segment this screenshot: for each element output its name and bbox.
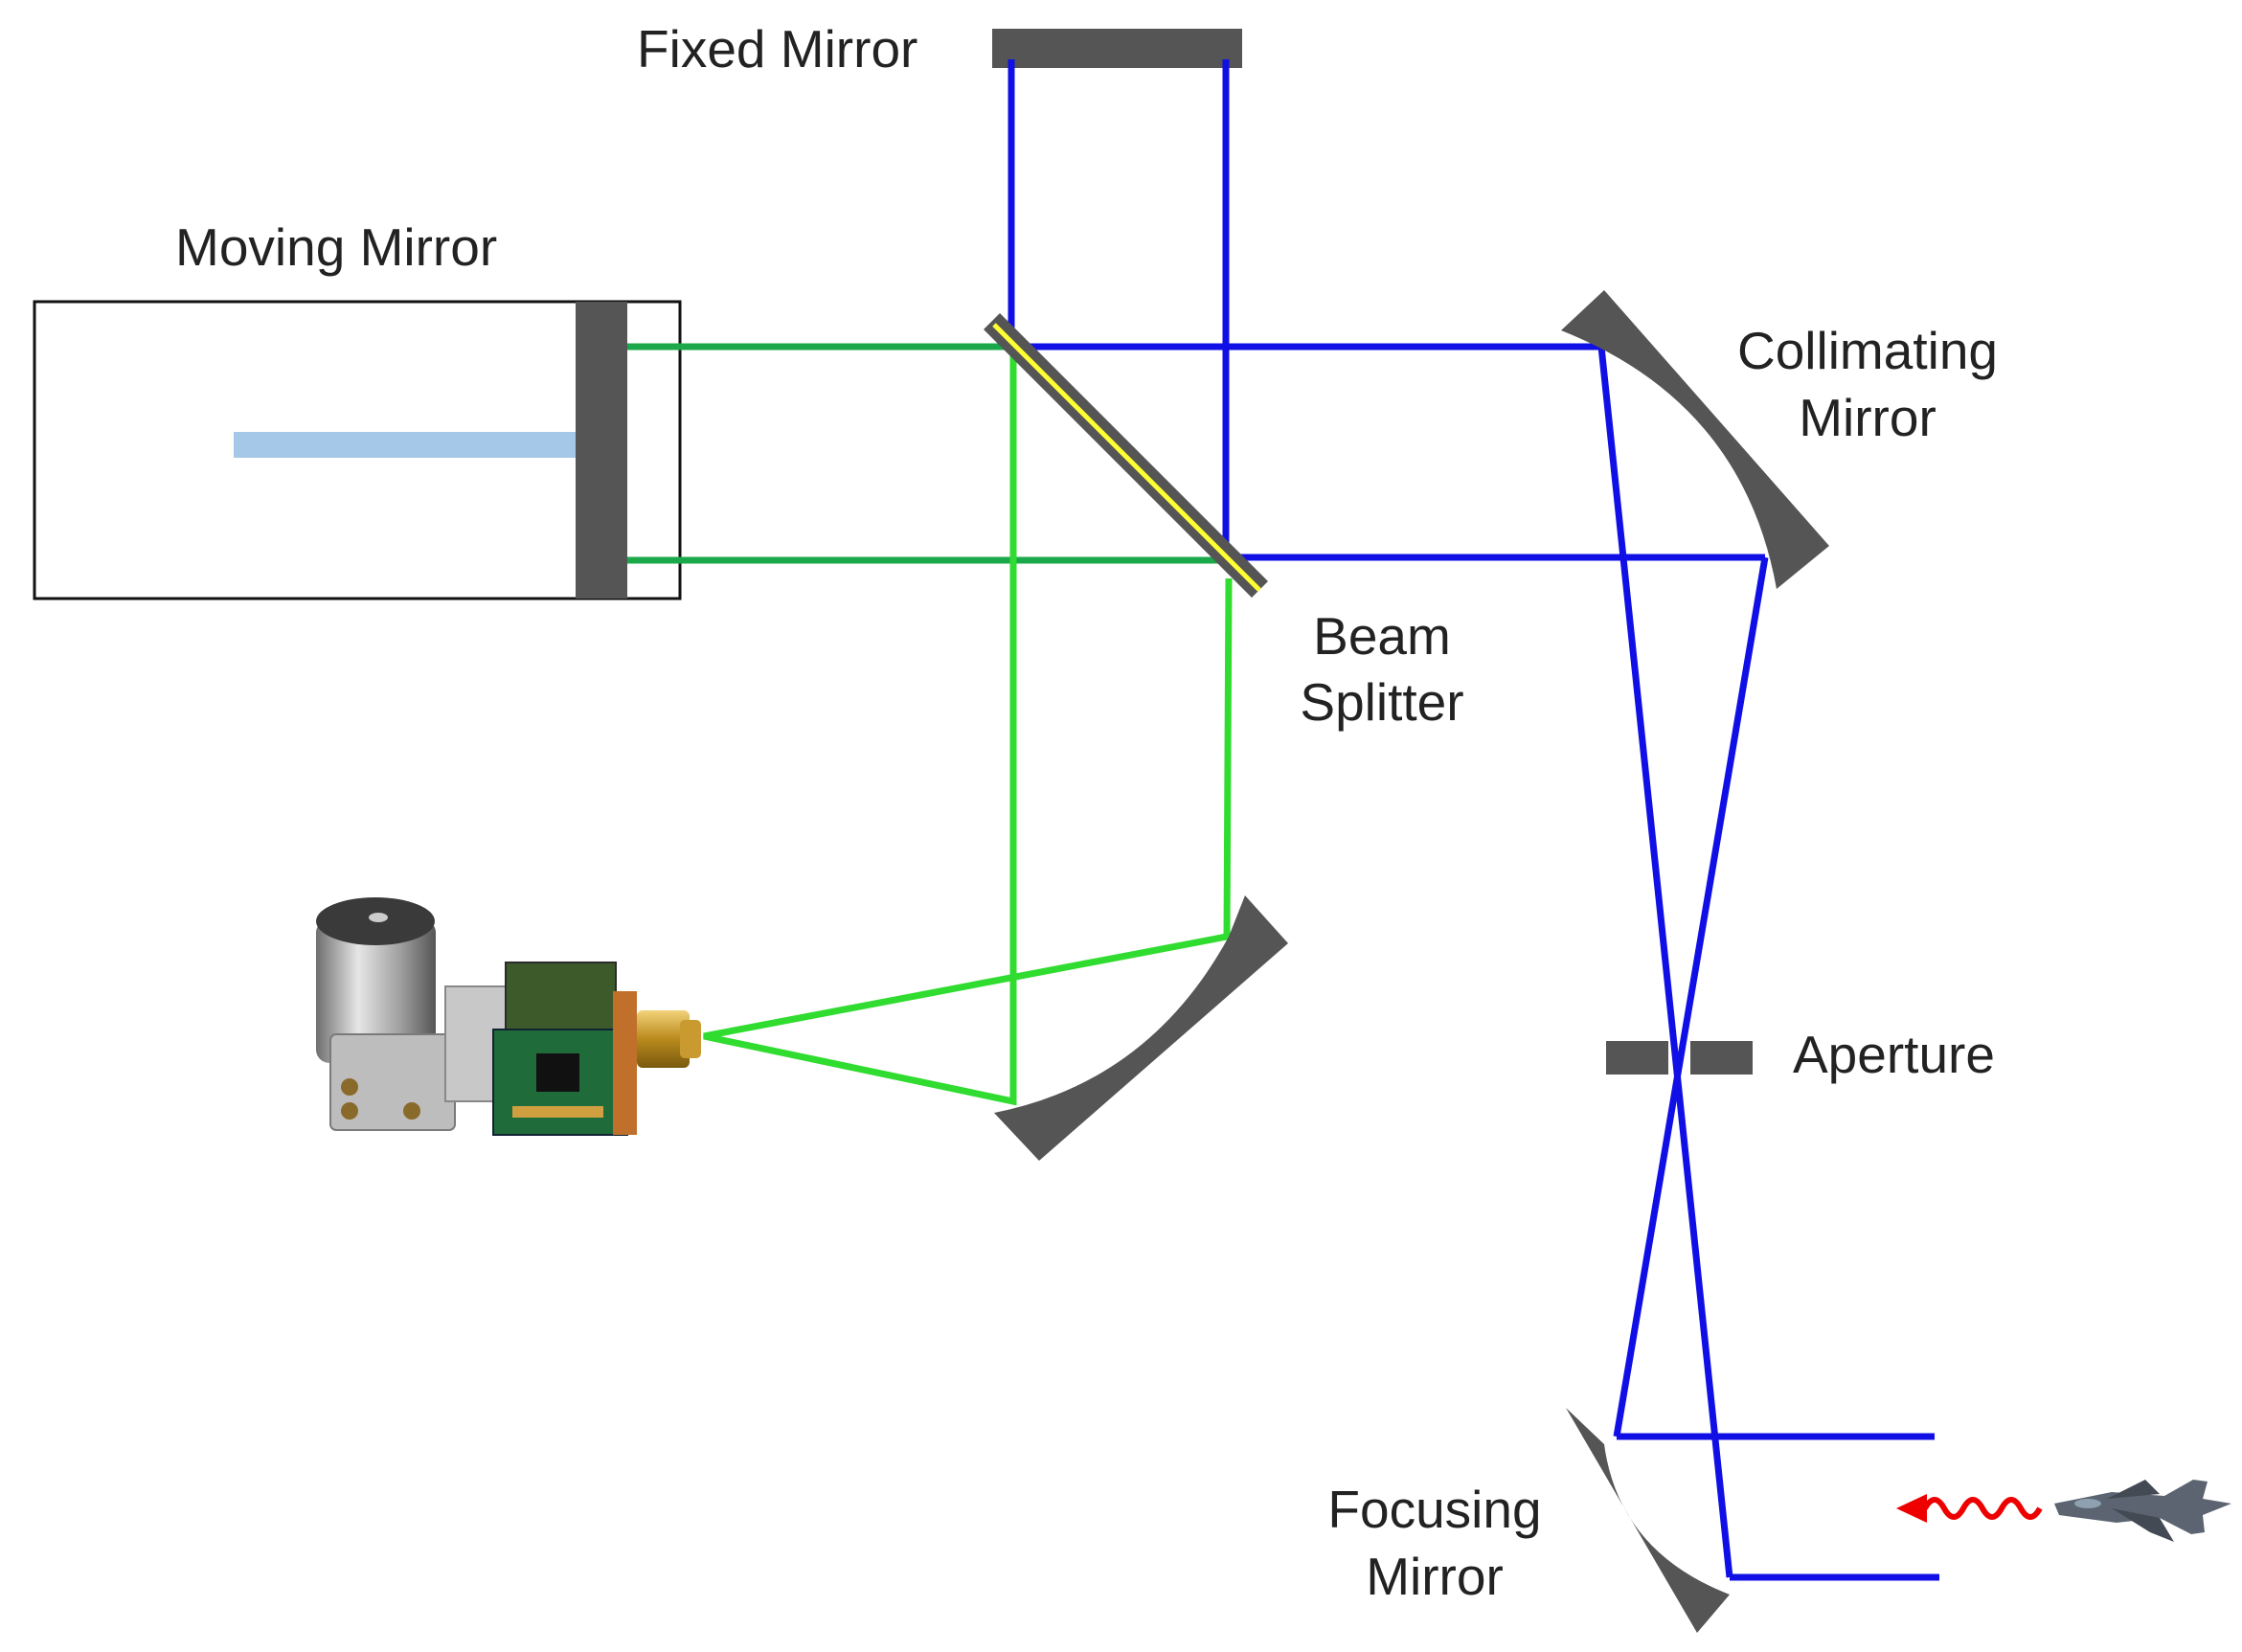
aperture-right-blade xyxy=(1690,1041,1753,1075)
fixed-mirror xyxy=(992,29,1242,68)
fighter-jet-icon xyxy=(2054,1480,2231,1542)
moving-mirror-label: Moving Mirror xyxy=(175,217,497,277)
focusing-mirror-label-line2: Mirror xyxy=(1366,1547,1504,1606)
beam-splitter-label-line1: Beam xyxy=(1313,606,1451,666)
wavy-arrow-icon xyxy=(1896,1494,2043,1523)
green-beams xyxy=(627,343,1233,1106)
beam-splitter xyxy=(984,313,1268,598)
aperture-left-blade xyxy=(1606,1041,1668,1075)
actuator-rod xyxy=(234,432,578,458)
fixed-mirror-label: Fixed Mirror xyxy=(637,19,917,79)
beam-splitter-label-line2: Splitter xyxy=(1300,672,1463,732)
collimating-mirror-label-line2: Mirror xyxy=(1799,388,1936,447)
collimating-mirror xyxy=(1561,290,1829,589)
aperture-label: Aperture xyxy=(1793,1025,1995,1084)
focusing-mirror-label-line1: Focusing xyxy=(1327,1480,1541,1539)
infrared-camera-detector-icon xyxy=(316,897,701,1136)
focusing-mirror-lower xyxy=(1566,1408,1730,1633)
collimating-mirror-label-line1: Collimating xyxy=(1737,321,1998,380)
focusing-mirror xyxy=(994,895,1288,1161)
blue-beams xyxy=(1008,59,1939,1581)
moving-mirror xyxy=(576,302,627,599)
